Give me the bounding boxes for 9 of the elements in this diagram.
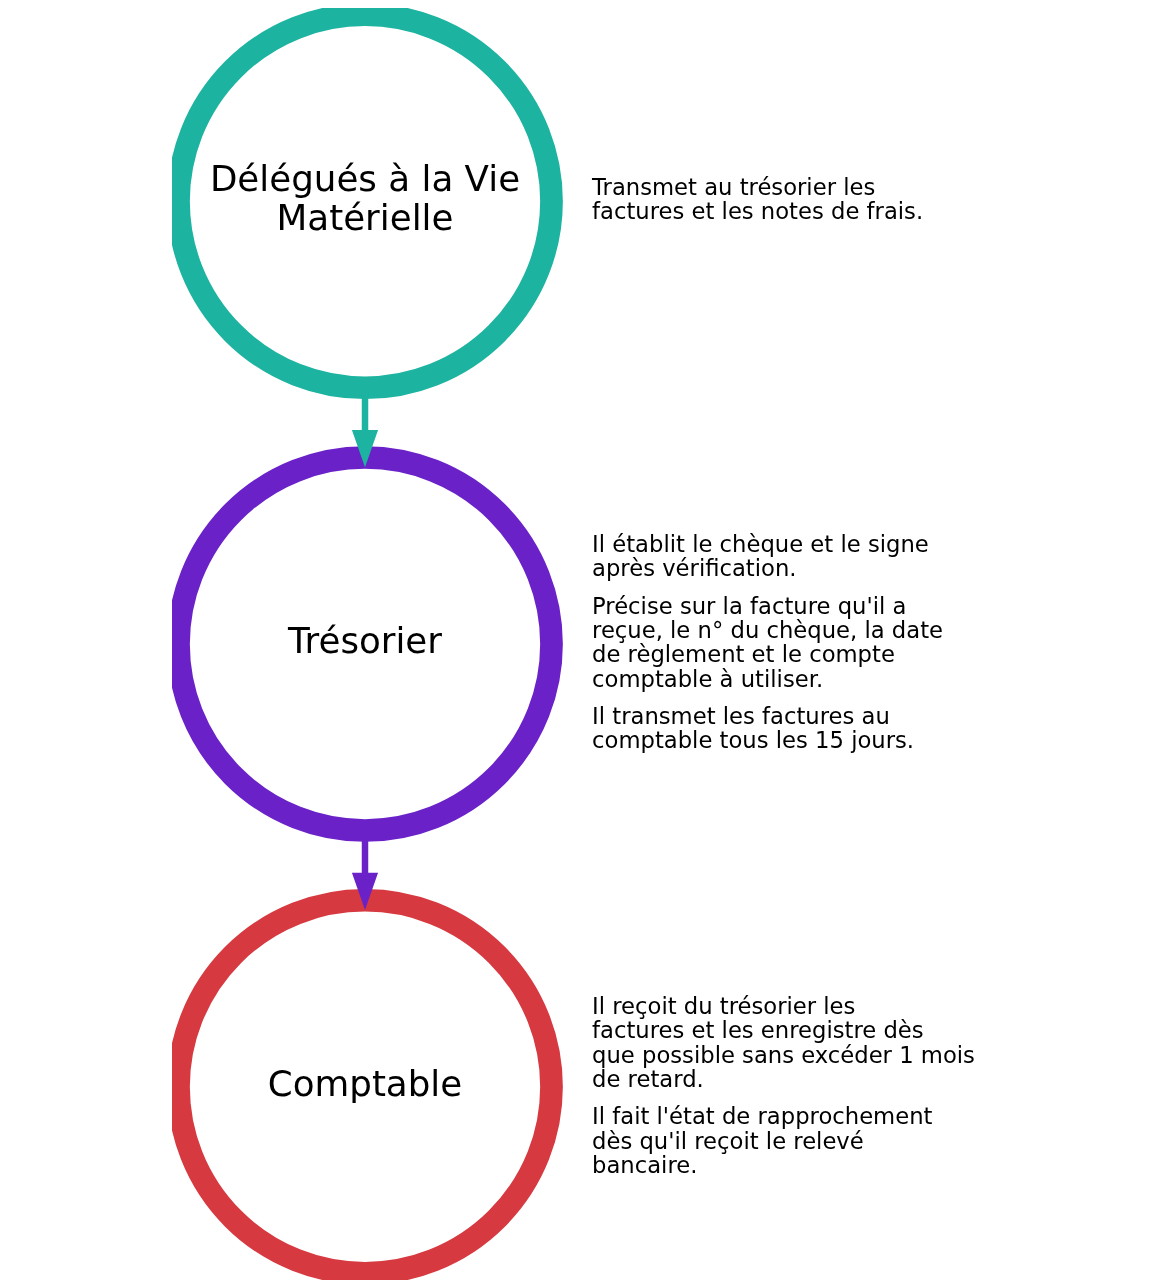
node-circle: Délégués à la Vie Matérielle — [171, 8, 563, 400]
node-label: Il fait l'état de rapprochement dès qu'il reçoit le relevé bancaire. — [591, 1103, 932, 1179]
node-label: Il établit le chèque et le signe après vérification. — [591, 530, 929, 582]
node-label: Transmet au trésorier les factures et les notes de frais. — [591, 174, 923, 225]
node-circle: Comptable — [171, 888, 563, 1280]
node-label: Il reçoit du trésorier les factures et les enregistre dès que possible sans excéder 1 mois de retard. — [591, 993, 975, 1093]
node-label: Il transmet les factures au comptable tous les 15 jours. — [591, 702, 914, 754]
node-circle: Trésorier — [171, 446, 563, 842]
node-label: Précise sur la facture qu'il a reçue, le n° du chèque, la date de règlement et le compte comptable à utiliser. — [591, 592, 943, 692]
